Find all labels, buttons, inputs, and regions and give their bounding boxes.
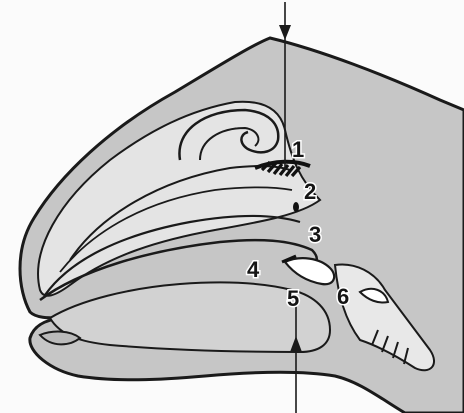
dot-mark	[293, 202, 299, 212]
arrow-head-top	[279, 25, 291, 40]
label-4: 4	[247, 257, 260, 282]
label-5: 5	[287, 286, 299, 311]
label-6: 6	[337, 284, 349, 309]
label-2: 2	[304, 179, 316, 204]
label-3: 3	[309, 222, 321, 247]
label-1: 1	[292, 137, 304, 162]
